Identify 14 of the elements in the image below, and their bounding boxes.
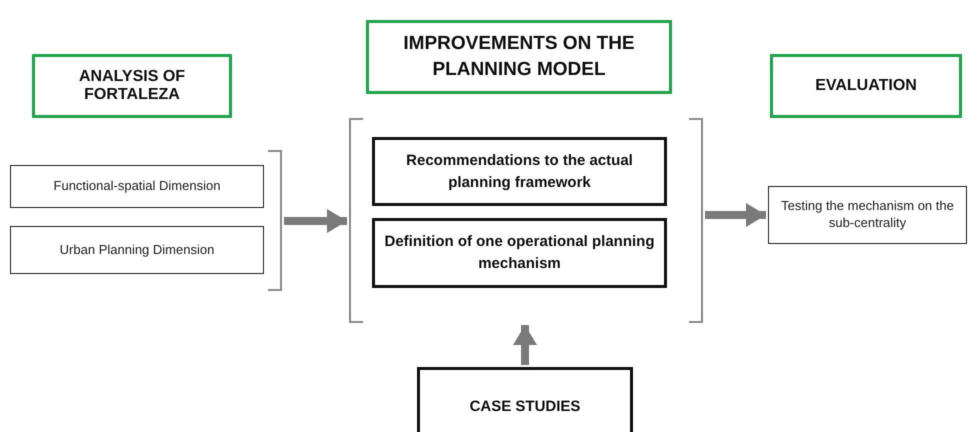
- process-box: CASE STUDIES: [417, 367, 633, 432]
- heading-box: ANALYSIS OF FORTALEZA: [32, 54, 232, 118]
- bracket: [349, 118, 703, 323]
- process-box: Recommendations to the actual planning framework: [372, 137, 667, 206]
- arrow: [705, 203, 766, 227]
- arrow: [284, 209, 347, 233]
- arrow: [513, 325, 537, 365]
- process-box: Urban Planning Dimension: [10, 226, 264, 274]
- process-box: Testing the mechanism on the sub-centrality: [768, 186, 967, 244]
- heading-box: IMPROVEMENTS ON THE PLANNING MODEL: [366, 20, 672, 94]
- process-box: Functional-spatial Dimension: [10, 165, 264, 208]
- bracket: [8, 150, 282, 291]
- heading-box: EVALUATION: [770, 54, 962, 118]
- process-box: Definition of one operational planning mechanism: [372, 218, 667, 288]
